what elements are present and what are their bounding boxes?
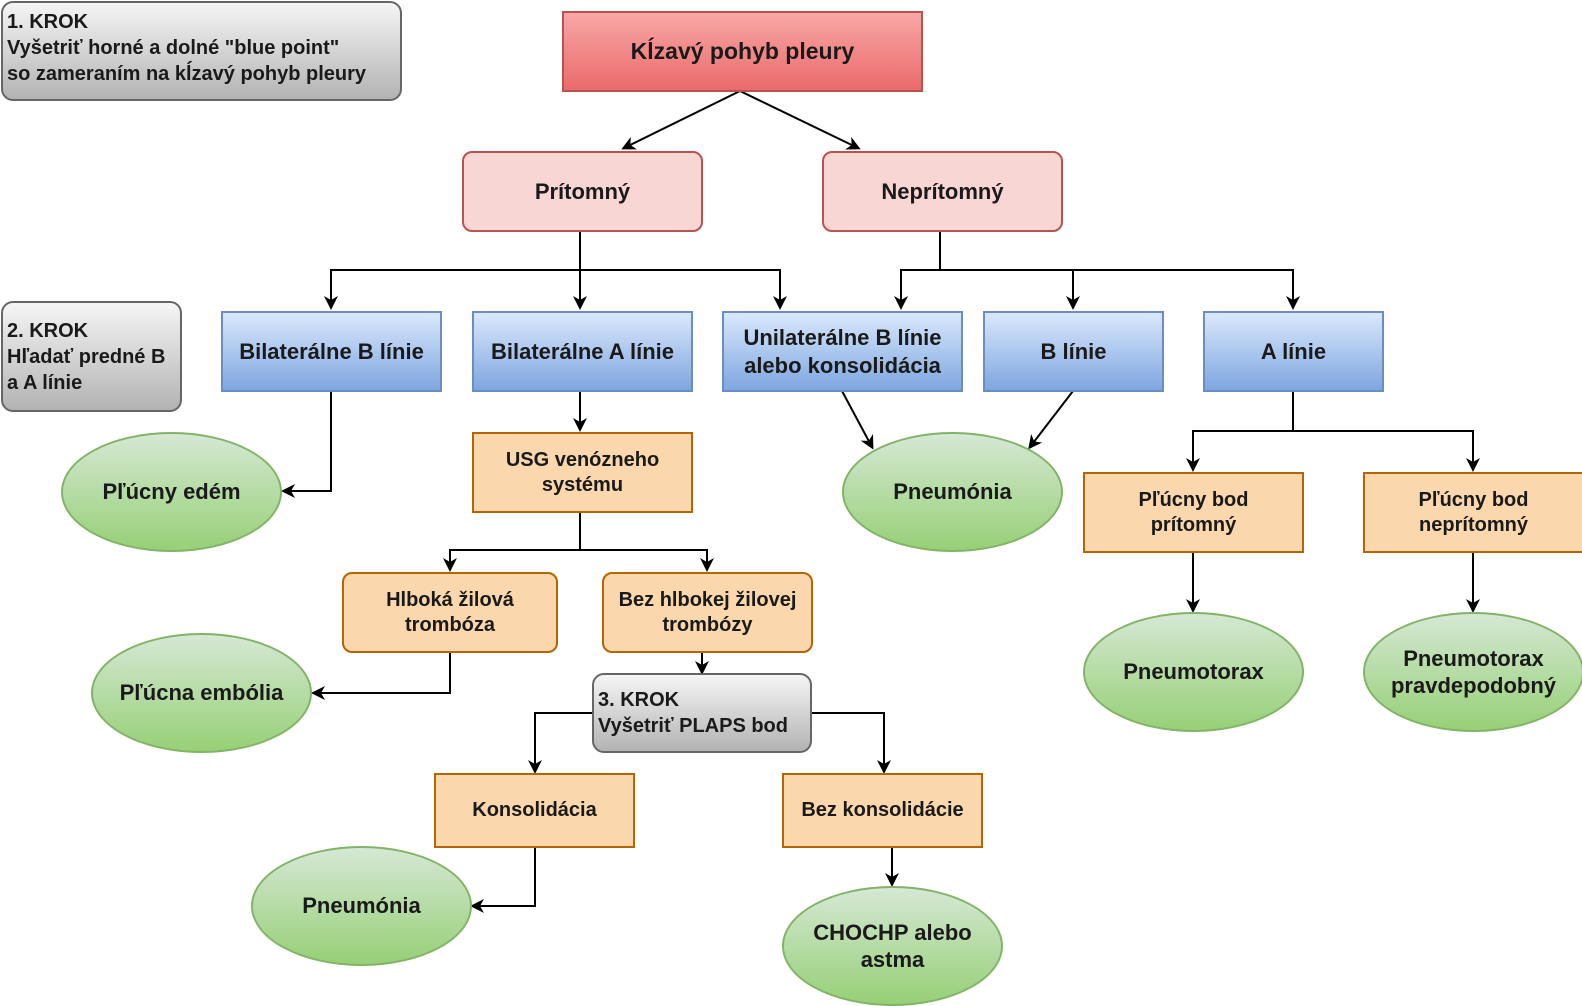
no-dvt-node: Bez hlbokej žilovej trombózy xyxy=(602,572,813,653)
edge-a-lungpoint-absent xyxy=(1293,430,1480,472)
edge-bilat-b-edema xyxy=(281,391,332,498)
edge-unilat-pneumonia xyxy=(841,390,874,450)
edge-absent-b xyxy=(940,269,1080,310)
present-node: Prítomný xyxy=(462,151,703,232)
usg-venous-node: USG venózneho systému xyxy=(472,432,693,513)
edge-usg-dvt xyxy=(443,512,581,572)
lung-point-absent-node: Pľúcny bod neprítomný xyxy=(1363,472,1582,553)
edge-root-present xyxy=(621,90,741,150)
dvt-node: Hlboká žilová trombóza xyxy=(342,572,558,653)
pulmonary-edema-node: Pľúcny edém xyxy=(61,432,282,552)
a-lines-node: A línie xyxy=(1203,311,1384,392)
edge-consolidation-pneumonia xyxy=(470,847,536,913)
no-consolidation-node: Bez konsolidácie xyxy=(782,773,983,848)
absent-node: Neprítomný xyxy=(822,151,1063,232)
edge-step3-consolidation xyxy=(528,712,592,774)
edge-absent-unilat xyxy=(894,231,941,310)
edge-b-pneumonia xyxy=(1028,390,1074,450)
edge-step3-no-consolidation xyxy=(812,712,891,774)
edge-absent-a xyxy=(940,269,1300,310)
step-3-box: 3. KROK Vyšetriť PLAPS bod xyxy=(592,673,812,753)
pneumonia-node-2: Pneumónia xyxy=(251,846,472,966)
root-node: Kĺzavý pohyb pleury xyxy=(562,11,923,92)
edge-present-bilat-b xyxy=(324,231,581,310)
step-1-box: 1. KROK Vyšetriť horné a dolné "blue poi… xyxy=(1,1,402,101)
edge-root-absent xyxy=(739,90,861,150)
pulmonary-embolism-node: Pľúcna embólia xyxy=(91,633,312,753)
step-2-box: 2. KROK Hľadať predné B a A línie xyxy=(1,301,182,412)
pneumothorax-node: Pneumotorax xyxy=(1083,612,1304,732)
edge-present-unilat xyxy=(580,269,787,310)
unilateral-b-lines-node: Unilaterálne B línie alebo konsolidácia xyxy=(722,311,963,392)
consolidation-node: Konsolidácia xyxy=(434,773,635,848)
edge-dvt-embolism xyxy=(311,652,451,700)
lung-point-present-node: Pľúcny bod prítomný xyxy=(1083,472,1304,553)
pneumothorax-probable-node: Pneumotorax pravdepodobný xyxy=(1363,612,1582,732)
b-lines-node: B línie xyxy=(983,311,1164,392)
pneumonia-node-1: Pneumónia xyxy=(842,432,1063,552)
bilateral-a-lines-node: Bilaterálne A línie xyxy=(472,311,693,392)
copd-asthma-node: CHOCHP alebo astma xyxy=(782,886,1003,1006)
edge-a-lungpoint-present xyxy=(1186,391,1294,472)
bilateral-b-lines-node: Bilaterálne B línie xyxy=(221,311,442,392)
edge-usg-no-dvt xyxy=(580,549,714,572)
